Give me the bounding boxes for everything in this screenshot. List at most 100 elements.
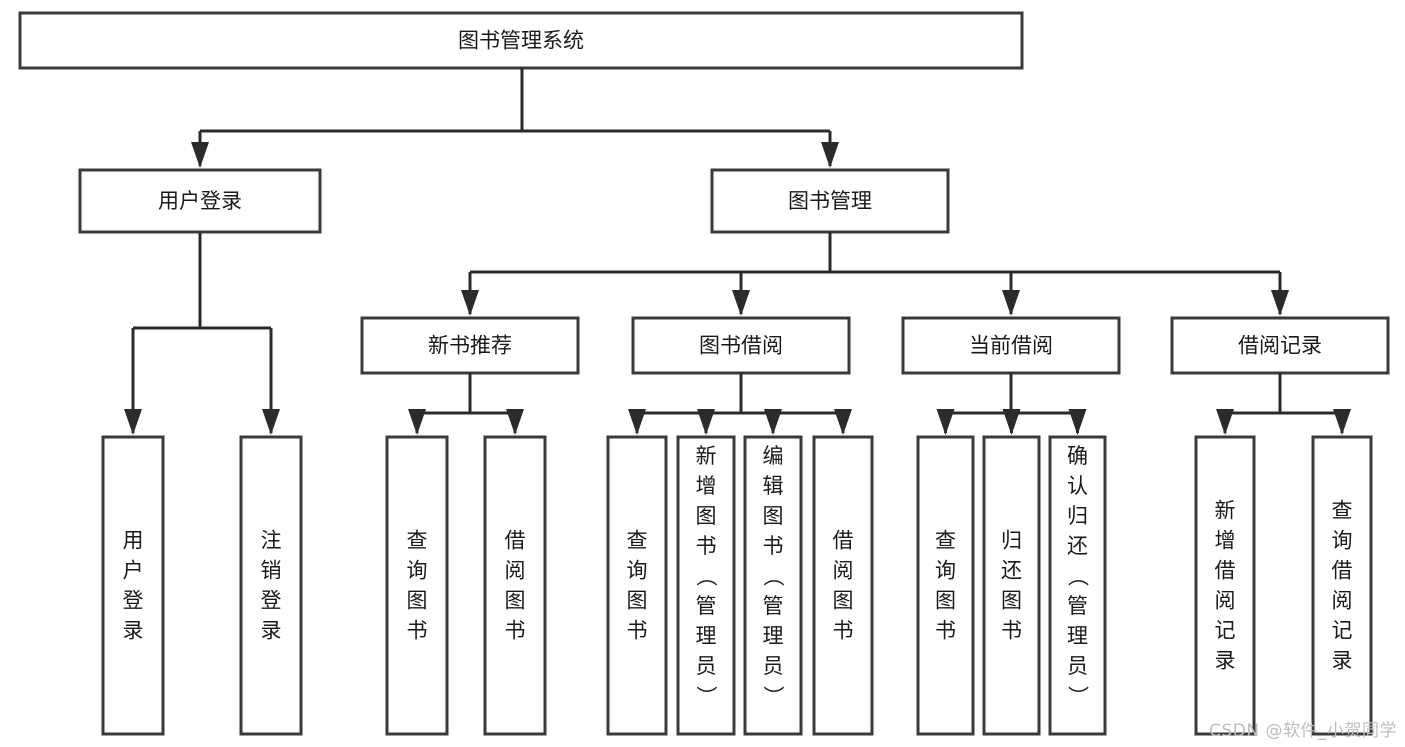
node-return-book[interactable]	[982, 435, 1041, 736]
svg-text:归: 归	[1001, 529, 1022, 553]
svg-text:理: 理	[763, 624, 784, 648]
svg-text:阅: 阅	[1332, 589, 1353, 613]
svg-text:录: 录	[261, 619, 282, 643]
svg-text:认: 认	[1067, 474, 1088, 498]
node-borrow-book-2[interactable]	[812, 435, 874, 736]
node-confirm-return-admin[interactable]	[1048, 435, 1107, 736]
svg-text:询: 询	[407, 559, 428, 583]
node-label-borrow-record: 借阅记录	[1238, 334, 1322, 358]
node-edit-book-admin[interactable]	[743, 435, 803, 736]
arrow-head-icon-add-book-admin	[697, 409, 715, 435]
svg-text:管: 管	[1067, 594, 1088, 618]
svg-text:注: 注	[261, 529, 282, 553]
node-user-login[interactable]	[78, 168, 322, 234]
node-borrow-record[interactable]	[1170, 316, 1390, 375]
svg-text:书: 书	[1001, 619, 1022, 643]
svg-text:查: 查	[1332, 499, 1353, 523]
svg-text:借: 借	[1332, 559, 1353, 583]
node-current-borrow[interactable]	[901, 316, 1121, 375]
svg-text:书: 书	[696, 534, 717, 558]
arrow-head-icon-query-borrow-record	[1333, 409, 1351, 435]
svg-text:图: 图	[833, 589, 854, 613]
arrow-head-icon-query-book-2	[628, 409, 646, 435]
node-borrow-book-1[interactable]	[483, 435, 547, 736]
arrow-head-icon-query-book-3	[936, 409, 955, 435]
svg-text:户: 户	[123, 559, 144, 583]
svg-text:询: 询	[627, 559, 648, 583]
node-add-borrow-record[interactable]	[1194, 435, 1256, 736]
node-label-current-borrow: 当前借阅	[969, 334, 1053, 358]
svg-text:还: 还	[1001, 559, 1022, 583]
node-query-book-1[interactable]	[385, 435, 449, 736]
node-book-manage[interactable]	[710, 168, 950, 234]
svg-text:还: 还	[1067, 534, 1088, 558]
arrow-head-icon-confirm-return-admin	[1068, 409, 1087, 435]
svg-text:员: 员	[696, 654, 717, 678]
svg-text:图: 图	[696, 504, 717, 528]
svg-text:）: ）	[1066, 686, 1090, 707]
svg-text:图: 图	[763, 504, 784, 528]
node-add-book-admin[interactable]	[676, 435, 736, 736]
node-query-book-3[interactable]	[916, 435, 975, 736]
svg-text:书: 书	[505, 619, 526, 643]
node-query-book-2[interactable]	[606, 435, 668, 736]
svg-text:编: 编	[763, 444, 784, 468]
arrow-head-icon-edit-book-admin	[764, 409, 782, 435]
node-label-new-book-recommend: 新书推荐	[428, 334, 512, 358]
node-query-borrow-record[interactable]	[1311, 435, 1373, 736]
svg-text:辑: 辑	[763, 474, 784, 498]
arrow-head-icon-add-borrow-record	[1216, 409, 1234, 435]
svg-text:图: 图	[1001, 589, 1022, 613]
arrow-head-icon-user-logout	[262, 409, 280, 435]
svg-text:书: 书	[627, 619, 648, 643]
arrow-head-icon-user-login-do	[124, 409, 142, 435]
svg-text:增: 增	[1215, 529, 1236, 553]
arrow-head-icon-new-book-recommend	[461, 290, 479, 316]
svg-text:阅: 阅	[505, 559, 526, 583]
node-label-book-manage: 图书管理	[788, 189, 872, 213]
svg-text:查: 查	[627, 529, 648, 553]
svg-text:录: 录	[123, 619, 144, 643]
svg-text:确: 确	[1067, 444, 1088, 468]
arrow-head-icon-current-borrow	[1002, 290, 1020, 316]
svg-text:新: 新	[1215, 499, 1236, 523]
svg-text:书: 书	[935, 619, 956, 643]
arrow-head-icon-borrow-record	[1271, 290, 1289, 316]
svg-text:录: 录	[1332, 649, 1353, 673]
svg-text:）: ）	[694, 686, 718, 707]
svg-text:记: 记	[1332, 619, 1353, 643]
svg-text:借: 借	[505, 529, 526, 553]
svg-text:员: 员	[763, 654, 784, 678]
svg-text:书: 书	[763, 534, 784, 558]
node-label-user-login: 用户登录	[158, 189, 242, 213]
svg-text:图: 图	[935, 589, 956, 613]
node-root-book-management-system[interactable]	[18, 11, 1024, 70]
svg-text:询: 询	[1332, 529, 1353, 553]
node-user-login-do[interactable]	[101, 435, 165, 736]
svg-text:）: ）	[761, 686, 785, 707]
svg-text:图: 图	[407, 589, 428, 613]
svg-text:图: 图	[627, 589, 648, 613]
svg-text:查: 查	[407, 529, 428, 553]
node-new-book-recommend[interactable]	[360, 316, 580, 375]
svg-text:（: （	[1066, 566, 1090, 587]
svg-text:阅: 阅	[833, 559, 854, 583]
svg-text:新: 新	[696, 444, 717, 468]
svg-text:员: 员	[1067, 654, 1088, 678]
svg-text:书: 书	[833, 619, 854, 643]
svg-text:查: 查	[935, 529, 956, 553]
csdn-watermark: CSDN @软件_小贺同学	[1209, 721, 1397, 741]
svg-text:阅: 阅	[1215, 589, 1236, 613]
arrow-head-icon-borrow-book-1	[506, 409, 524, 435]
node-user-logout[interactable]	[239, 435, 303, 736]
